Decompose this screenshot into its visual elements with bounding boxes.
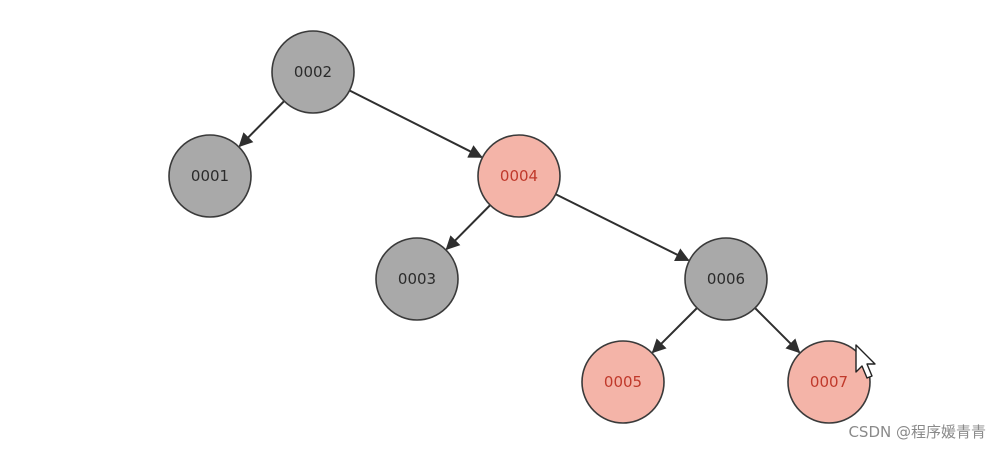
node-circle	[787, 340, 871, 424]
edge-0002-0001	[238, 100, 285, 148]
node-label: 0003	[398, 270, 436, 288]
node-circle	[168, 134, 252, 218]
node-label: 0004	[500, 167, 538, 185]
node-circle	[271, 30, 355, 114]
tree-node-0005: 0005	[581, 340, 665, 424]
tree-node-0003: 0003	[375, 237, 459, 321]
node-label: 0005	[604, 373, 642, 391]
edge-0006-0005	[651, 307, 698, 354]
edge-0004-0003	[445, 204, 491, 251]
edges-layer	[238, 89, 801, 354]
mouse-cursor-icon	[855, 344, 876, 379]
tree-node-0002: 0002	[271, 30, 355, 114]
node-label: 0001	[191, 167, 229, 185]
node-circle	[477, 134, 561, 218]
tree-node-0004: 0004	[477, 134, 561, 218]
node-circle	[375, 237, 459, 321]
node-label: 0002	[294, 63, 332, 81]
node-label: 0006	[707, 270, 745, 288]
tree-node-0006: 0006	[684, 237, 768, 321]
tree-node-0001: 0001	[168, 134, 252, 218]
nodes-layer: 0002 0001 0004 0003 0006 0005 0007	[168, 30, 871, 424]
node-label: 0007	[810, 373, 848, 391]
edge-0004-0006	[555, 193, 690, 262]
node-circle	[581, 340, 665, 424]
edge-0006-0007	[754, 307, 801, 354]
watermark: CSDN @程序媛青青	[848, 423, 986, 441]
tree-node-0007: 0007	[787, 340, 871, 424]
edge-0002-0004	[349, 89, 483, 158]
node-circle	[684, 237, 768, 321]
